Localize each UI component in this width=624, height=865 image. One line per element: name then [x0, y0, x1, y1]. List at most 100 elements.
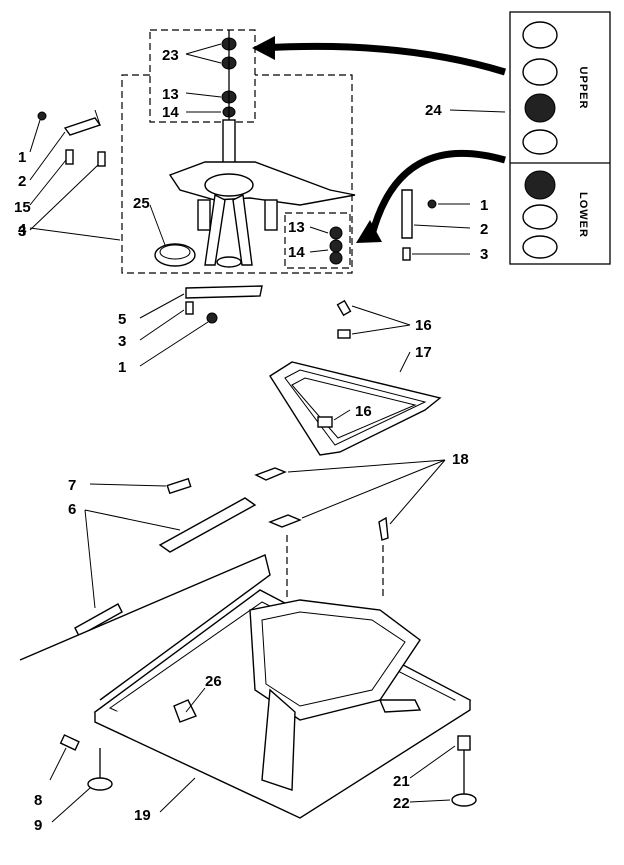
seal-kit-frame-lower — [284, 212, 351, 269]
bracket-6-upper — [158, 497, 257, 553]
callout-3-lower: 3 — [118, 333, 126, 350]
callout-3: 3 — [18, 223, 26, 240]
arrow-upper-head — [252, 36, 275, 60]
base-center-frame — [249, 599, 421, 721]
leader-13a — [185, 92, 222, 98]
leader-6a — [84, 509, 181, 531]
callout-3-right: 3 — [480, 246, 488, 263]
callout-2-right: 2 — [480, 221, 488, 238]
callout-15: 15 — [14, 199, 31, 216]
leader-1c — [139, 321, 209, 367]
callout-13-lower: 13 — [288, 219, 305, 236]
mid-parts — [74, 467, 389, 637]
gearcase-leg-left — [204, 193, 226, 266]
leader-23 — [185, 43, 222, 55]
gearcase-leg-right — [232, 193, 253, 266]
gearcase-frame — [121, 74, 353, 274]
upper-seal-1 — [522, 21, 558, 49]
gearcase-plate — [168, 161, 356, 206]
callout-6: 6 — [68, 501, 76, 518]
callout-1-right: 1 — [480, 197, 488, 214]
callout-7: 7 — [68, 477, 76, 494]
gearcase-assembly-group — [37, 29, 437, 324]
leader-8 — [49, 747, 67, 781]
clip-16-lower — [317, 416, 333, 428]
seal-14-lower-b — [329, 251, 343, 265]
left-bracket-tab — [94, 109, 101, 126]
lower-label: LOWER — [577, 192, 589, 238]
foot-pin-8 — [59, 734, 80, 751]
bearing-kit-24: UPPER LOWER — [509, 11, 611, 265]
arrow-lower-head — [356, 220, 382, 243]
upper-seal-2 — [522, 58, 558, 86]
gearcase-hub — [204, 173, 254, 197]
foot-22 — [451, 793, 477, 807]
lower-spring-3 — [185, 301, 194, 315]
leader-24 — [449, 109, 506, 113]
leader-23b — [185, 53, 222, 64]
leader-22 — [409, 799, 451, 803]
gearcase-bottom — [216, 256, 242, 268]
gearcase-post-right — [264, 199, 278, 231]
arrow-upper-to-seal — [261, 42, 507, 76]
leader-1a — [29, 119, 41, 153]
callout-4: 4 — [18, 221, 27, 238]
right-bracket-2 — [401, 189, 413, 239]
left-bracket-2 — [63, 117, 102, 136]
lower-bracket-5 — [185, 285, 263, 299]
callout-19: 19 — [134, 807, 151, 824]
foot-nut-21 — [457, 735, 471, 751]
base-center-inner — [261, 611, 406, 707]
clip-18-a — [254, 467, 287, 481]
base-leg-front — [261, 688, 296, 791]
base-frame-19 — [19, 554, 477, 819]
leader-14b — [309, 249, 329, 253]
callout-17: 17 — [415, 344, 432, 361]
leader-3a — [29, 164, 99, 231]
clip-16-top — [336, 299, 352, 317]
leader-7 — [89, 483, 167, 487]
callout-23: 23 — [162, 47, 179, 64]
base-leg-right — [378, 699, 422, 713]
lower-screw-1 — [206, 312, 218, 324]
leader-4 — [29, 227, 121, 241]
leader-26 — [185, 687, 206, 713]
left-spring-15 — [65, 149, 74, 165]
callout-26: 26 — [205, 673, 222, 690]
upper-ring — [522, 129, 558, 155]
top-frame-assembly-17 — [269, 299, 442, 456]
leader-16a2 — [351, 324, 411, 335]
belt-ring-25-inner — [159, 244, 191, 260]
callout-24: 24 — [425, 102, 442, 119]
leader-18b — [301, 459, 446, 519]
leader-17 — [399, 351, 411, 373]
callout-9: 9 — [34, 817, 42, 834]
seal-kit-frame — [149, 29, 256, 123]
right-screw-1 — [427, 199, 437, 209]
callout-1: 1 — [18, 149, 26, 166]
lower-seal — [522, 204, 558, 230]
lower-bearing — [524, 170, 556, 200]
callout-5: 5 — [118, 311, 126, 328]
belt-ring-25 — [154, 243, 196, 267]
callout-18: 18 — [452, 451, 469, 468]
leader-18c — [389, 459, 446, 525]
leader-13b — [309, 226, 329, 234]
foot-9 — [87, 777, 113, 791]
leader-18a — [287, 459, 446, 473]
clip-18-c — [378, 516, 389, 541]
leader-3c — [139, 309, 185, 341]
leader-25 — [149, 204, 166, 246]
frame-17-outer — [269, 361, 442, 456]
upper-bearing — [524, 93, 556, 123]
callout-13: 13 — [162, 86, 179, 103]
left-screw-1 — [37, 111, 47, 121]
callout-14: 14 — [162, 104, 179, 121]
seal-13-lower — [329, 226, 343, 240]
base-side-panel — [19, 554, 271, 701]
leader-5 — [139, 293, 185, 319]
right-spring-3 — [402, 247, 411, 261]
callout-2: 2 — [18, 173, 26, 190]
callout-8: 8 — [34, 792, 42, 809]
